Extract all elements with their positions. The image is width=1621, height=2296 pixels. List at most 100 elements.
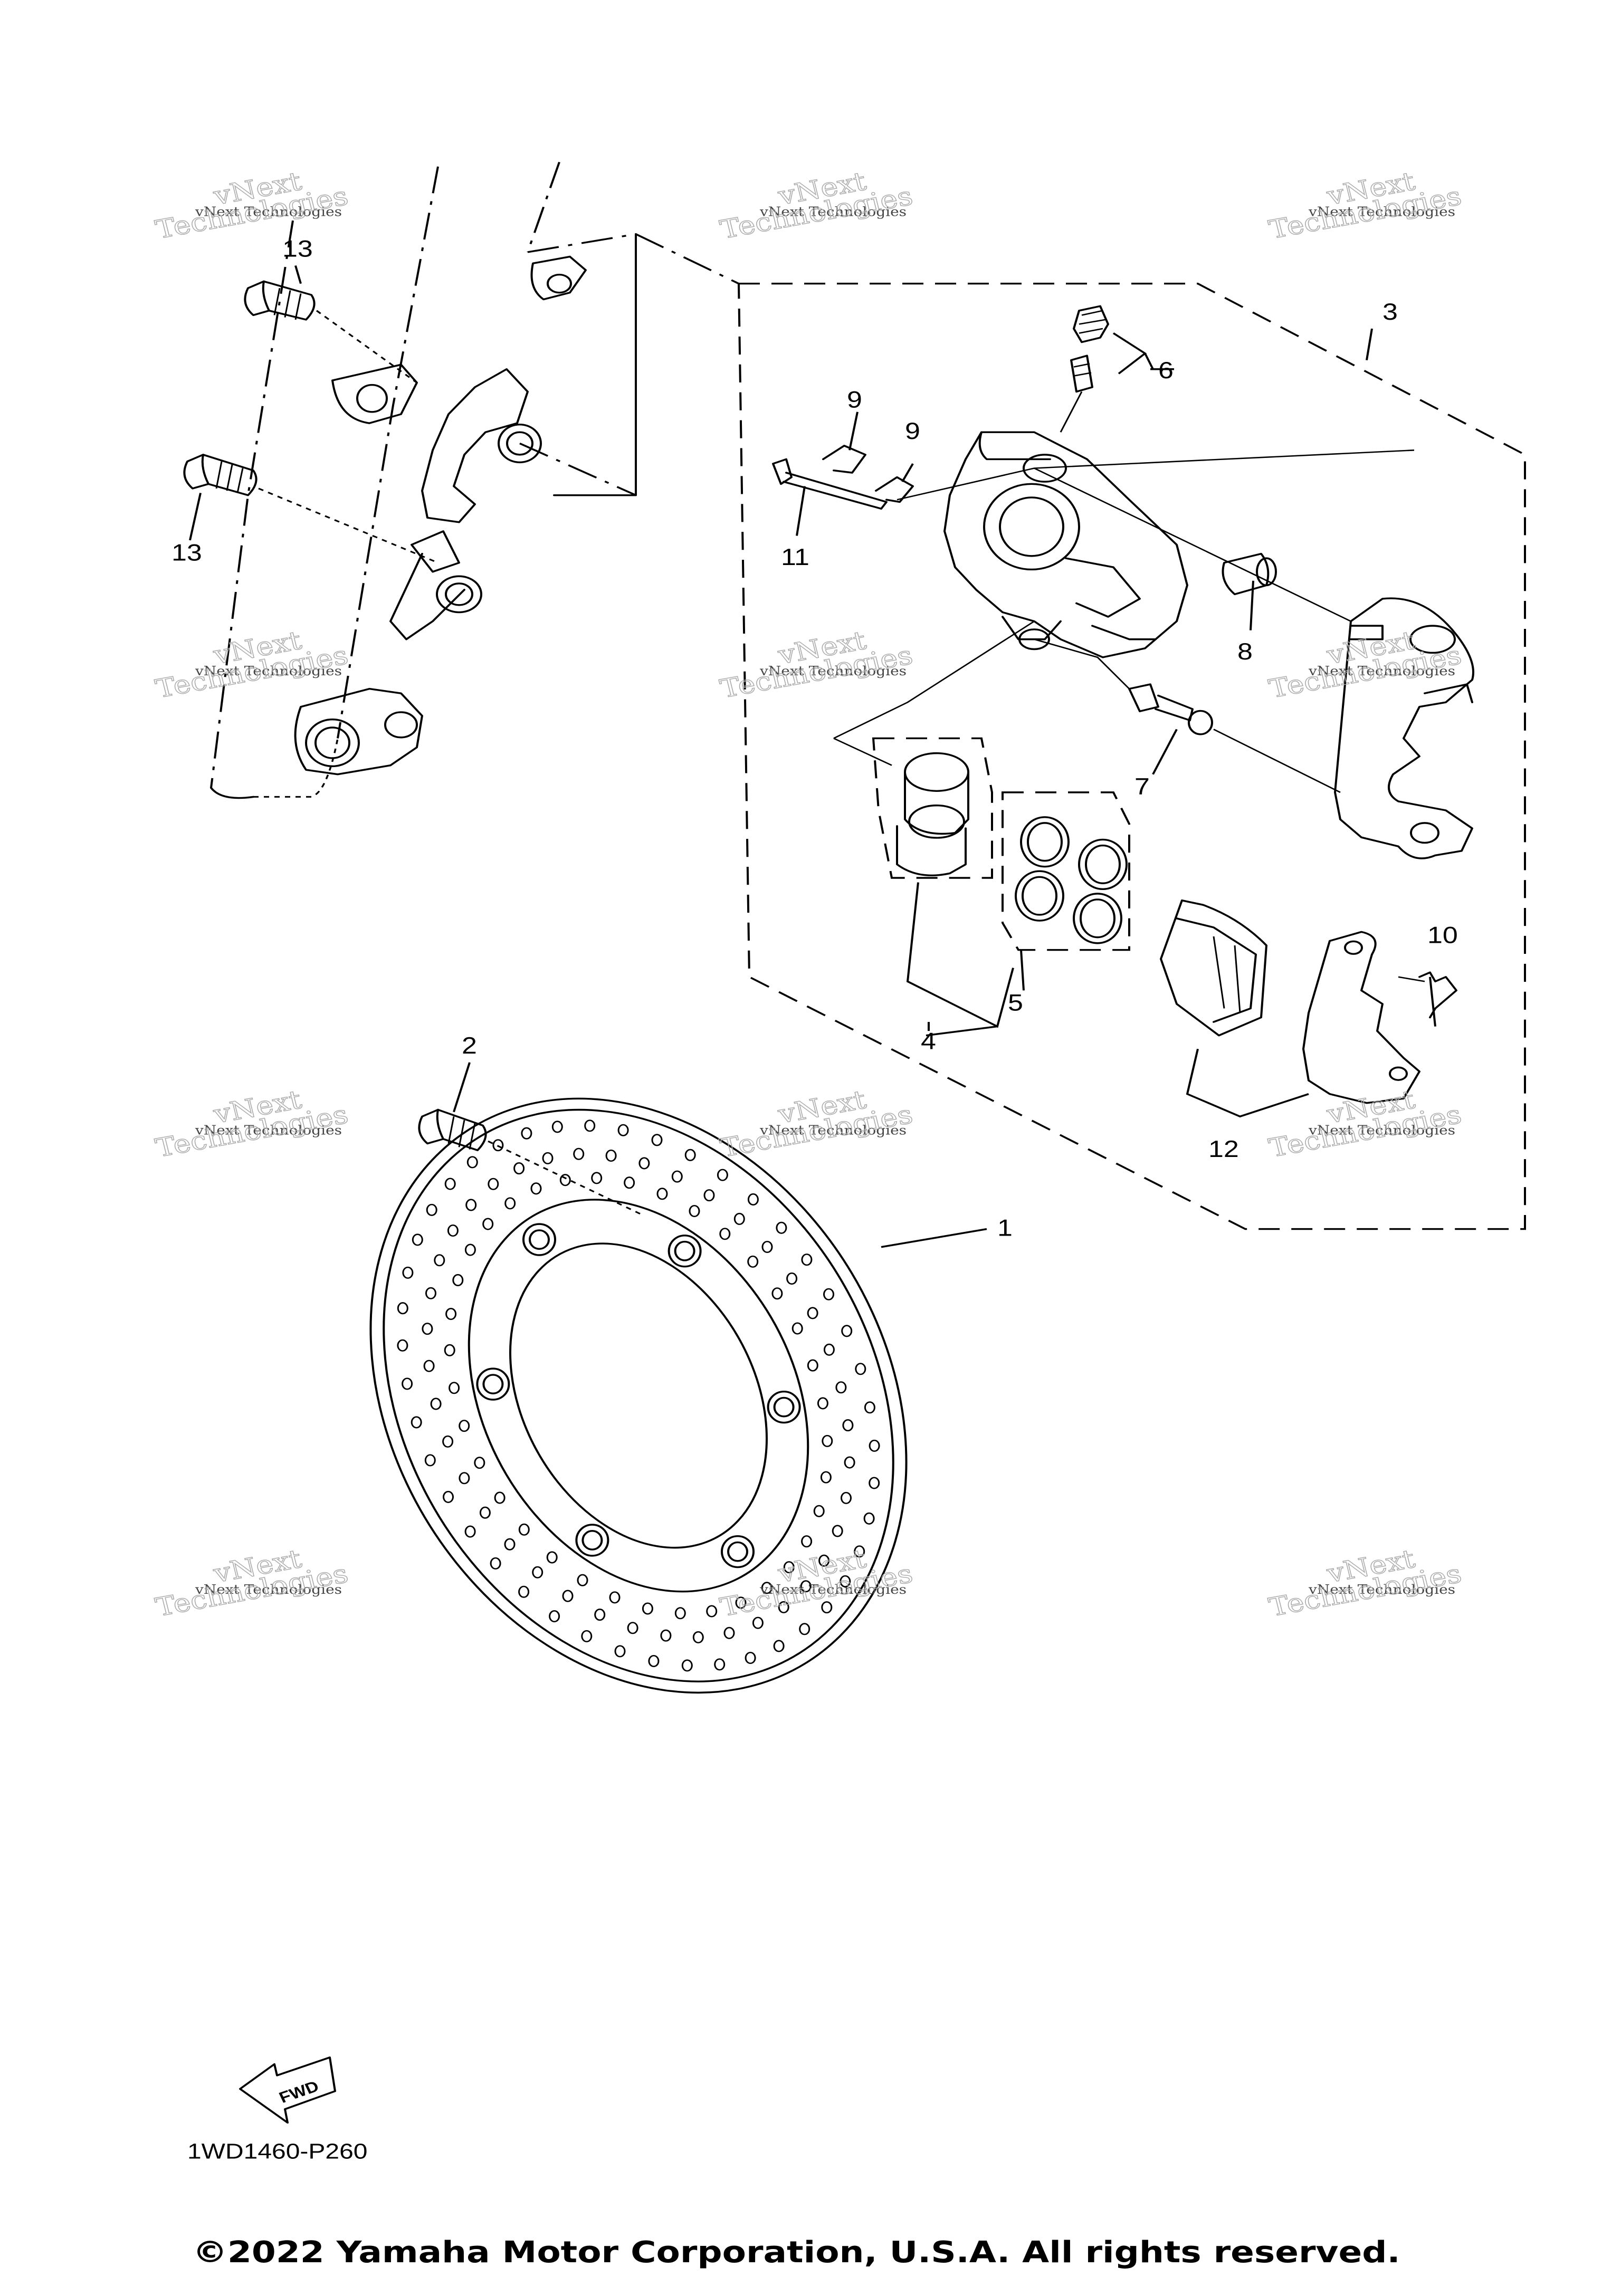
disc-hole [624, 1176, 635, 1189]
brake-pad [1160, 899, 1267, 1037]
callout-3: 3 [1382, 299, 1398, 325]
disc-hole [513, 1162, 525, 1175]
disc-rivet [668, 1235, 702, 1268]
pin-9a [822, 445, 866, 474]
disc-bolt-axis [488, 1140, 644, 1217]
disc-hole [434, 1254, 445, 1267]
disc-hole [627, 1622, 638, 1634]
disc-hole [482, 1218, 494, 1230]
disc-rivet [674, 1240, 695, 1261]
disc-rivet [767, 1390, 801, 1424]
disc-hole [723, 1627, 735, 1639]
disc-hole [817, 1397, 828, 1410]
fwd-label: FWD [276, 2077, 321, 2106]
disc-hole [532, 1566, 543, 1578]
callout-6: 6 [1158, 357, 1174, 384]
pistons-box [872, 737, 993, 879]
disc-hole [605, 1149, 617, 1162]
disc-hole [549, 1610, 560, 1623]
watermark-text: vNext Technologies [195, 664, 342, 679]
disc-hole [459, 1420, 470, 1432]
disc-hole [452, 1274, 464, 1286]
disc-hole [800, 1580, 812, 1593]
slide-pin-7 [1128, 683, 1213, 735]
callout-11: 11 [781, 544, 809, 570]
disc-rivet [773, 1396, 795, 1418]
bleed-screw [1060, 305, 1109, 433]
watermark-text: vNext Technologies [759, 1583, 907, 1597]
disc-hole [778, 1601, 789, 1613]
fork-leg-outline [210, 161, 587, 799]
caliper-body [943, 431, 1188, 658]
disc-hole [648, 1654, 660, 1667]
caliper-bracket [1334, 597, 1474, 859]
caliper-axis-a [897, 449, 1415, 501]
disc-hole [840, 1575, 851, 1587]
disc-hole [479, 1506, 491, 1519]
disc-hole [581, 1630, 593, 1642]
bolt-13-upper [244, 280, 316, 321]
disc-hole [703, 1189, 715, 1202]
disc-hole [466, 1156, 478, 1169]
disc-hole [642, 1602, 653, 1615]
disc-hole [835, 1381, 847, 1394]
disc-hole [807, 1307, 818, 1319]
bolt-13-lower [183, 454, 258, 496]
disc-rivet [482, 1374, 504, 1394]
callout-7: 7 [1134, 774, 1150, 800]
disc-hole [551, 1121, 563, 1133]
disc-hole [614, 1645, 626, 1658]
disc-hole [521, 1127, 532, 1140]
disc-hole [854, 1545, 865, 1558]
disc-hole [820, 1471, 832, 1484]
disc-hole [443, 1490, 454, 1503]
disc-hole [464, 1243, 476, 1256]
disc-hole [823, 1288, 834, 1300]
disc-hole [594, 1609, 606, 1621]
disc-hole [801, 1535, 813, 1548]
disc-hole [465, 1199, 477, 1211]
callout-13a: 13 [282, 236, 313, 262]
disc-hole [776, 1221, 787, 1234]
disc-hole [771, 1287, 783, 1300]
disc-hole [445, 1308, 457, 1321]
disc-hole [617, 1124, 629, 1136]
disc-hole [559, 1174, 571, 1187]
callout-5: 5 [1008, 990, 1023, 1016]
disc-hole [656, 1188, 668, 1200]
disc-hole [412, 1233, 423, 1246]
watermark-text: vNext Technologies [759, 1123, 907, 1138]
disc-hole [841, 1491, 852, 1504]
watermarks: vNext TechnologiesTechnologiesvNextvNext… [152, 167, 1465, 1623]
slide-pin-axis-b [1213, 729, 1341, 793]
disc-hole [444, 1344, 455, 1356]
pistons [896, 752, 969, 876]
sleeve-8 [1222, 552, 1277, 596]
callout-9b: 9 [905, 418, 920, 445]
disc-hole [719, 1228, 731, 1240]
disc-hole [459, 1472, 470, 1485]
disc-hole [714, 1658, 726, 1671]
disc-hole [733, 1212, 745, 1225]
disc-hole [546, 1551, 558, 1564]
disc-hole [422, 1323, 433, 1335]
disc-hole [674, 1607, 686, 1620]
disc-hole [442, 1435, 454, 1448]
disc-hole [577, 1574, 588, 1586]
disc-rivet [575, 1524, 609, 1557]
disc-hole [823, 1343, 835, 1356]
disc-hole [832, 1525, 843, 1537]
watermark-text: vNext Technologies [759, 205, 907, 219]
disc-hole [799, 1623, 810, 1635]
callout-13b: 13 [171, 540, 202, 566]
slide-pin-axis-a [1034, 638, 1130, 690]
callout-9a: 9 [847, 387, 862, 413]
assembly-bracket-line [553, 233, 637, 496]
watermark-text: vNext Technologies [759, 664, 907, 679]
disc-hole [786, 1272, 798, 1285]
disc-hole [841, 1325, 853, 1337]
piston-axis [833, 620, 1035, 739]
caliper-axis-b [1034, 467, 1351, 622]
disc-hole [518, 1523, 530, 1536]
fwd-arrow-icon: FWD [239, 2056, 336, 2124]
